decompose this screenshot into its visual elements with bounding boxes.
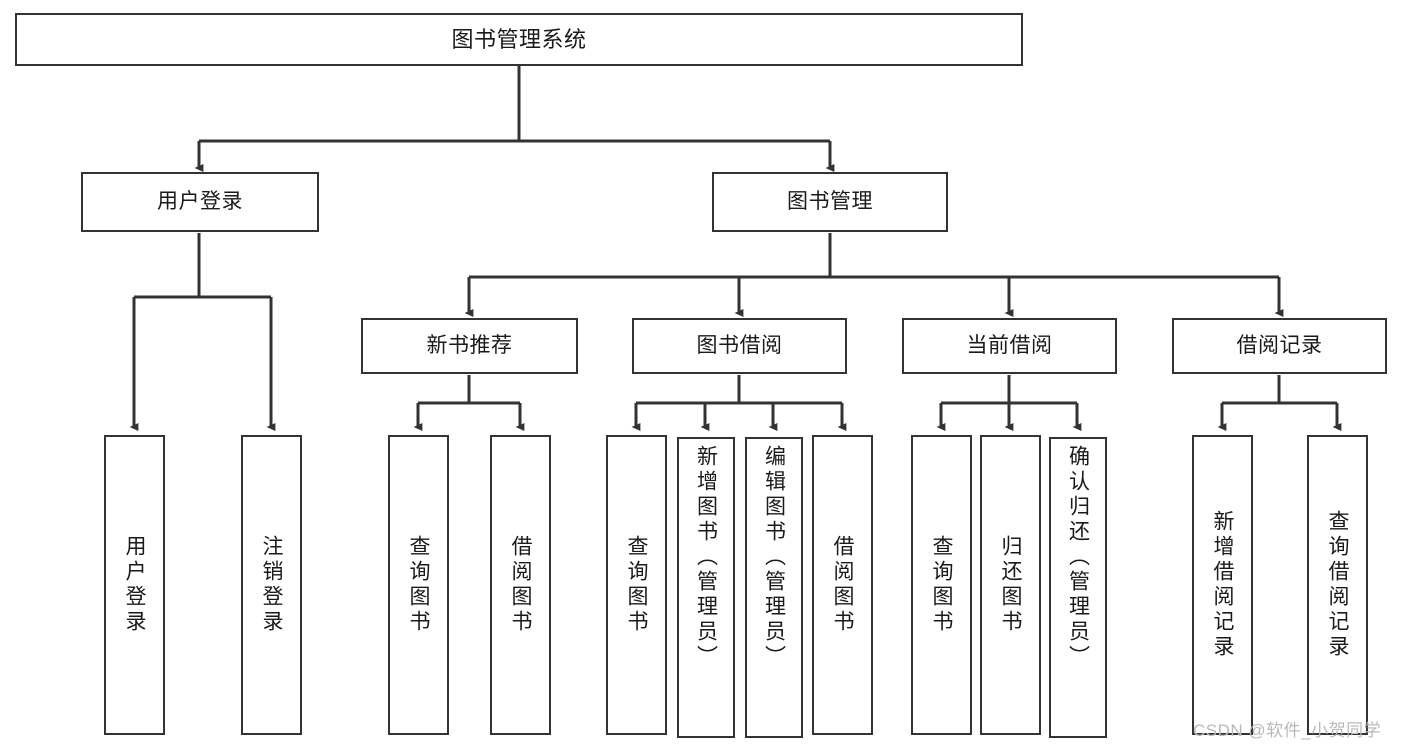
node-label: 查询图书 xyxy=(407,535,430,635)
node-label: 借阅图书 xyxy=(831,535,854,635)
watermark-text: CSDN @软件_小贺同学 xyxy=(1193,721,1382,740)
node-label: 查询借阅记录 xyxy=(1326,510,1349,660)
node-label: 用户登录 xyxy=(123,535,146,635)
leaf-logout-login[interactable]: 注销登录 xyxy=(241,435,302,735)
node-label: 查询图书 xyxy=(625,535,648,635)
node-label: 图书管理系统 xyxy=(451,26,587,52)
leaf-query-book-new[interactable]: 查询图书 xyxy=(388,435,449,735)
leaf-query-book-current[interactable]: 查询图书 xyxy=(911,435,972,735)
leaf-return-book[interactable]: 归还图书 xyxy=(980,435,1041,735)
node-label: 当前借阅 xyxy=(966,333,1053,357)
node-new-book-recommend[interactable]: 新书推荐 xyxy=(361,318,578,374)
node-label: 新书推荐 xyxy=(426,333,513,357)
node-label: 新增图书（管理员） xyxy=(694,445,718,670)
node-label: 借阅记录 xyxy=(1236,333,1323,357)
node-user-login[interactable]: 用户登录 xyxy=(81,172,319,232)
leaf-query-borrow-record[interactable]: 查询借阅记录 xyxy=(1307,435,1368,735)
node-label: 查询图书 xyxy=(930,535,953,635)
node-label: 新增借阅记录 xyxy=(1211,510,1234,660)
node-current-borrow[interactable]: 当前借阅 xyxy=(902,318,1117,374)
node-book-borrow[interactable]: 图书借阅 xyxy=(632,318,847,374)
leaf-borrow-book-new[interactable]: 借阅图书 xyxy=(490,435,551,735)
leaf-confirm-return-admin[interactable]: 确认归还（管理员） xyxy=(1049,437,1107,738)
node-root-system[interactable]: 图书管理系统 xyxy=(15,13,1023,66)
leaf-query-book-borrow[interactable]: 查询图书 xyxy=(606,435,667,735)
node-label: 注销登录 xyxy=(260,535,283,635)
node-label: 编辑图书（管理员） xyxy=(762,445,786,670)
leaf-edit-book-admin[interactable]: 编辑图书（管理员） xyxy=(745,437,803,738)
node-label: 图书借阅 xyxy=(696,333,783,357)
node-label: 用户登录 xyxy=(157,189,243,213)
node-label: 归还图书 xyxy=(999,535,1022,635)
leaf-user-login[interactable]: 用户登录 xyxy=(104,435,165,735)
node-label: 借阅图书 xyxy=(509,535,532,635)
node-book-management[interactable]: 图书管理 xyxy=(712,172,948,232)
leaf-borrow-book[interactable]: 借阅图书 xyxy=(812,435,873,735)
leaf-add-book-admin[interactable]: 新增图书（管理员） xyxy=(677,437,735,738)
node-label: 图书管理 xyxy=(787,189,873,213)
node-borrow-record[interactable]: 借阅记录 xyxy=(1172,318,1387,374)
node-label: 确认归还（管理员） xyxy=(1066,445,1090,670)
leaf-add-borrow-record[interactable]: 新增借阅记录 xyxy=(1192,435,1253,735)
